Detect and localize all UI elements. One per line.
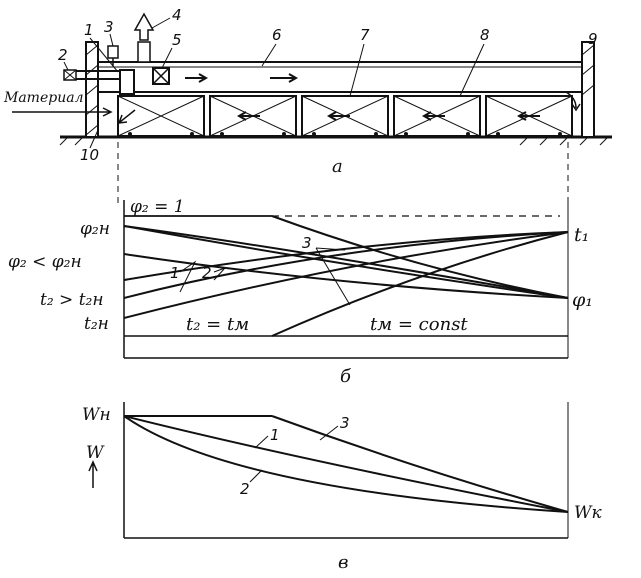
phi-curve-2 — [123, 225, 569, 299]
phi1-label: φ₁ — [572, 289, 593, 311]
phi2h-label: φ₂н — [80, 219, 110, 239]
panel-a-tunnel-dryer: Материал 1 2 3 4 5 6 7 8 9 10 а — [3, 6, 612, 205]
callout-4: 4 — [172, 6, 182, 24]
curve-3-leader — [315, 247, 351, 306]
t2h-label: t₂н — [84, 314, 109, 334]
exhaust-pipe — [137, 41, 151, 63]
callout-10: 10 — [80, 146, 99, 164]
callout-5: 5 — [172, 31, 182, 49]
heater-unit — [119, 69, 135, 95]
t2-greater-label: t₂ > t₂н — [40, 290, 104, 310]
valve-3 — [107, 45, 119, 59]
wagon — [117, 95, 205, 137]
curve-number-3: 3 — [302, 234, 312, 252]
duct-airflow-arrows — [185, 73, 299, 83]
panel-c-label: в — [338, 552, 348, 573]
t-curve-3 — [271, 231, 569, 337]
callout-6: 6 — [272, 26, 282, 44]
tm-const-label: tм = const — [370, 314, 468, 335]
callout-2: 2 — [58, 46, 68, 64]
curve-number-2: 2 — [202, 264, 212, 282]
return-air-arrow — [565, 91, 581, 112]
wk-label: Wк — [574, 503, 602, 523]
w-curve-2 — [123, 415, 569, 513]
phi2-eq-1-label: φ₂ = 1 — [130, 197, 185, 217]
w-axis-arrow — [88, 460, 98, 488]
floor-hatching — [59, 136, 609, 146]
wh-label: Wн — [82, 405, 111, 425]
t-curve-2 — [123, 231, 569, 319]
w-curve-3 — [271, 415, 569, 513]
w-curve-number-2: 2 — [240, 480, 250, 498]
panel-a-label: а — [332, 156, 343, 177]
callout-7: 7 — [360, 26, 370, 44]
phi2-less-label: φ₂ < φ₂н — [8, 252, 82, 272]
wagon-airflow-arrows — [117, 109, 540, 124]
panel-c-moisture: Wн W Wк 1 2 3 в — [82, 402, 602, 573]
w-curve-1 — [123, 415, 569, 513]
panel-b-profiles: φ₂ = 1 φ₂н φ₂ < φ₂н t₂ > t₂н t₂н t₁ φ₁ t… — [8, 197, 593, 387]
callout-3: 3 — [104, 18, 114, 36]
t-curve-upper — [123, 231, 569, 281]
callout-9: 9 — [588, 30, 598, 48]
wagon-row — [117, 95, 573, 137]
material-arrow — [12, 107, 113, 117]
curve-number-1: 1 — [170, 264, 180, 282]
callout-1: 1 — [84, 21, 94, 39]
t2-eq-tm-label: t₂ = tм — [186, 314, 249, 335]
curve-2-leader — [213, 267, 226, 281]
wagon-wheels — [128, 132, 562, 136]
t-curve-1 — [123, 231, 569, 299]
w-curve-number-1: 1 — [270, 426, 280, 444]
w-axis-label: W — [86, 443, 105, 463]
exhaust-arrow-icon — [133, 12, 155, 41]
curve-1-leader — [179, 260, 197, 293]
callout-8: 8 — [480, 26, 490, 44]
material-label: Материал — [3, 90, 83, 106]
phi-curve-1 — [123, 225, 569, 299]
w-curve-number-3: 3 — [340, 414, 350, 432]
panel-b-label: б — [340, 366, 352, 387]
phi-curve-lower — [123, 253, 569, 299]
phi-curve-3 — [271, 215, 569, 299]
t1-label: t₁ — [574, 224, 589, 246]
